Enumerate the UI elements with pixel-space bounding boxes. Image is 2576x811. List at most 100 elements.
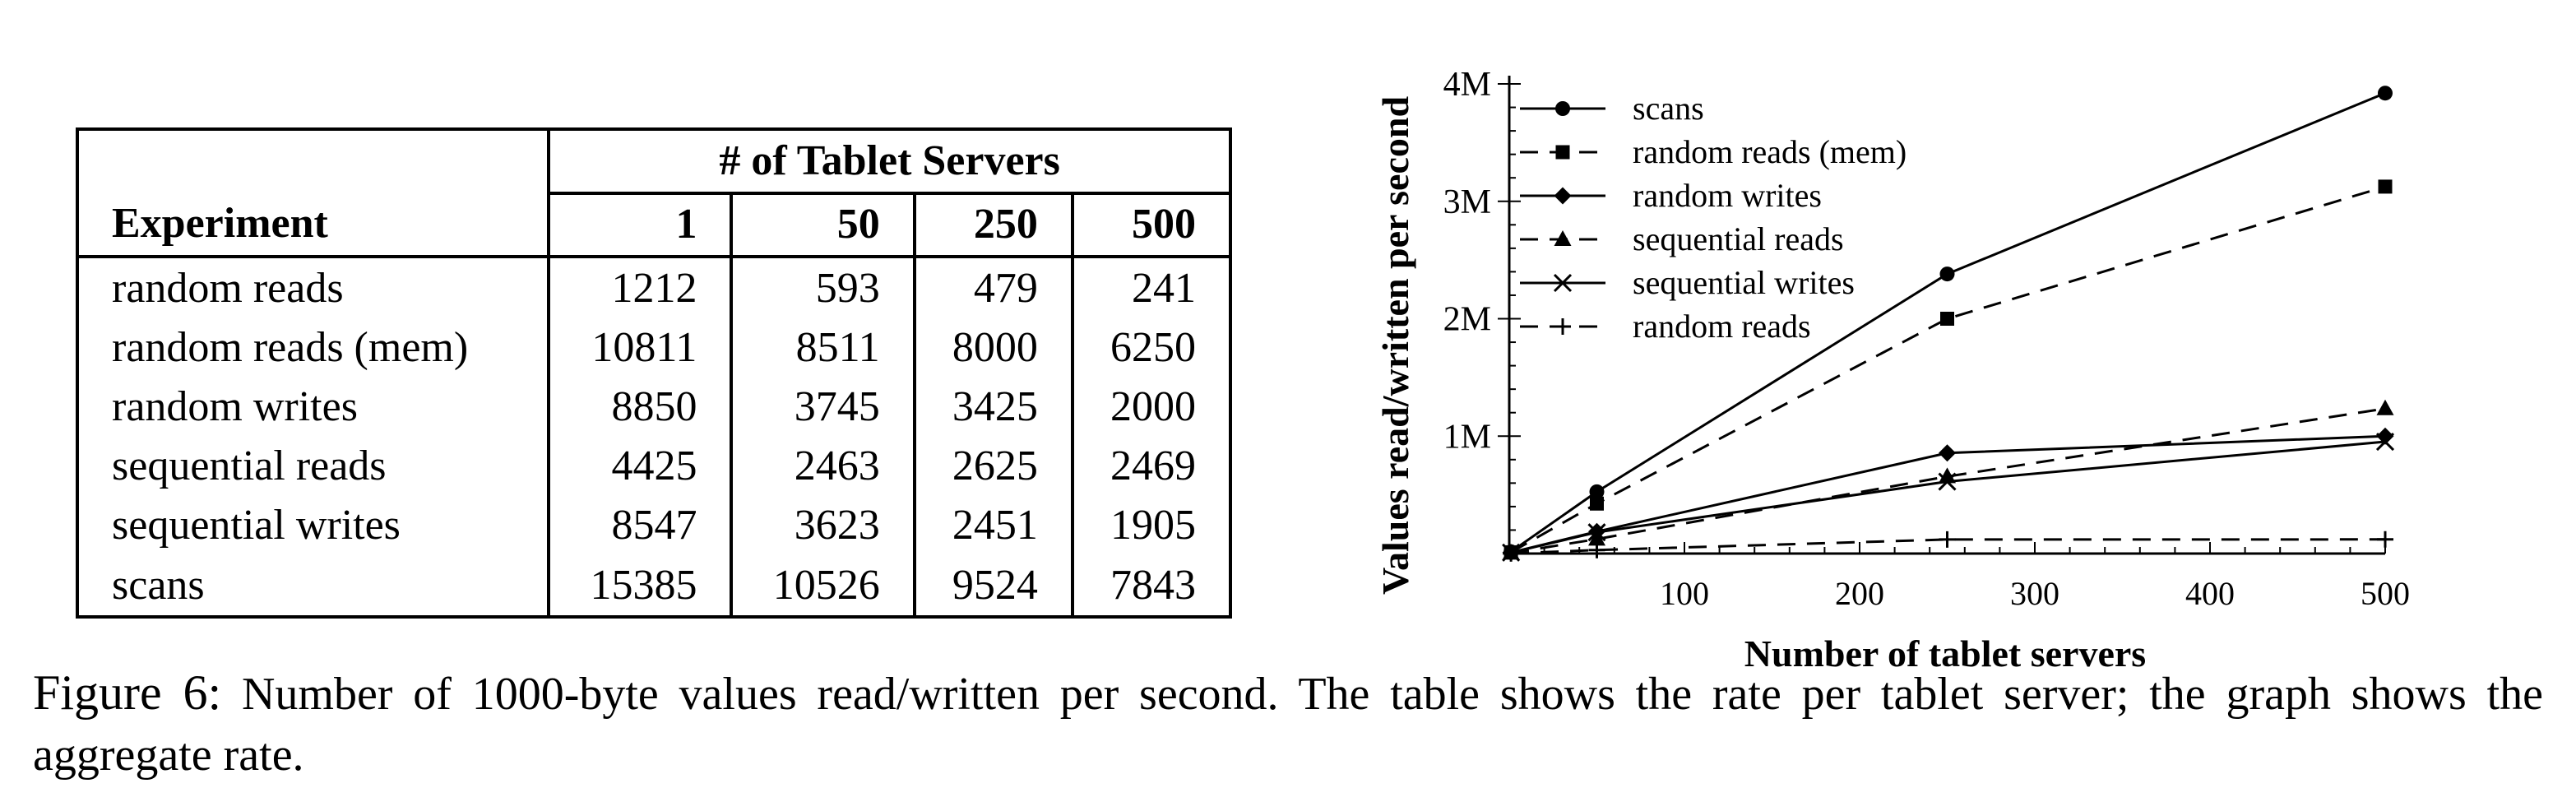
table-cell: 2625 (912, 437, 1073, 497)
data-point (1939, 531, 1956, 548)
data-point (1939, 266, 1955, 282)
table-row: sequential writes 8547 3623 2451 1905 (75, 496, 1233, 556)
data-point (2376, 399, 2394, 415)
data-point (2376, 427, 2394, 445)
row-name: sequential reads (75, 437, 549, 497)
series-line (1510, 185, 2386, 554)
table-cell: 2469 (1070, 437, 1233, 497)
legend-marker (1554, 187, 1572, 205)
table-cell: 10811 (547, 317, 732, 378)
row-name: scans (75, 555, 549, 619)
y-axis-title: Values read/written per second (1374, 96, 1416, 596)
table-cell: 8547 (547, 496, 732, 556)
data-point (2378, 179, 2393, 194)
series-line (1510, 440, 2386, 554)
column-header: 1 (547, 191, 732, 259)
header-empty-cell (75, 127, 549, 193)
data-point (2378, 86, 2393, 101)
legend-label: sequential reads (1633, 220, 1844, 257)
legend-label: random reads (1633, 308, 1811, 345)
data-point (1939, 467, 1956, 484)
legend-entry: sequential writes (1520, 264, 1855, 301)
table-row: random reads (mem) 10811 8511 8000 6250 (75, 317, 1233, 378)
legend-label: random writes (1633, 177, 1822, 214)
caption-text: Number of 1000-byte values read/written … (33, 669, 2544, 781)
table-header-row-2: Experiment 1 50 250 500 (75, 191, 1233, 259)
data-point (1939, 444, 1956, 462)
performance-table: # of Tablet Servers Experiment 1 50 250 … (75, 127, 1233, 619)
x-axis-title: Number of tablet servers (1744, 633, 2146, 674)
series-random-reads (1503, 531, 2393, 562)
y-tick-label: 4M (1443, 66, 1491, 104)
series-line (1511, 538, 2386, 555)
table-header-row-1: # of Tablet Servers (75, 127, 1232, 193)
row-name: random reads (mem) (75, 317, 549, 378)
table-cell: 15385 (547, 555, 732, 619)
table-cell: 8850 (547, 378, 732, 438)
table-cell: 6250 (1070, 317, 1233, 378)
data-point (1590, 496, 1604, 511)
legend-label: random reads (mem) (1633, 133, 1907, 170)
table-cell: 2463 (730, 437, 915, 497)
row-name: sequential writes (75, 496, 549, 556)
legend-marker (1555, 145, 1570, 160)
figure-label: Figure 6: (33, 665, 222, 720)
x-tick-label: 100 (1660, 575, 1709, 612)
legend-marker (1554, 230, 1572, 246)
table-cell: 8511 (730, 317, 915, 378)
data-point (1588, 541, 1605, 558)
y-tick-label: 1M (1443, 418, 1491, 456)
row-name: random writes (75, 378, 549, 438)
legend-entry: scans (1520, 90, 1704, 127)
table-cell: 2451 (912, 496, 1073, 556)
y-tick-label: 3M (1443, 183, 1491, 221)
table-cell: 2000 (1070, 378, 1233, 438)
chart-series-layer (1502, 86, 2395, 562)
figure-caption: Figure 6: Number of 1000-byte values rea… (33, 662, 2543, 786)
x-tick-label: 400 (2185, 575, 2235, 612)
column-header: 250 (912, 191, 1073, 259)
table-cell: 8000 (912, 317, 1073, 378)
data-point (1503, 545, 1520, 562)
table-cell: 3425 (912, 378, 1073, 438)
table-row: scans 15385 10526 9524 7843 (75, 555, 1233, 619)
table-cell: 479 (912, 255, 1073, 318)
column-header: 500 (1070, 191, 1233, 259)
table-cell: 1905 (1070, 496, 1233, 556)
legend-label: scans (1633, 90, 1704, 127)
data-point (1588, 530, 1605, 546)
table-cell: 3623 (730, 496, 915, 556)
data-point (2375, 432, 2395, 452)
table-cell: 10526 (730, 555, 915, 619)
table-cell: 1212 (547, 255, 732, 318)
table-row: sequential reads 4425 2463 2625 2469 (75, 437, 1233, 497)
legend-marker (1555, 101, 1570, 116)
table-cell: 7843 (1070, 555, 1233, 619)
data-point (1589, 484, 1605, 499)
row-name: random reads (75, 255, 549, 318)
table-row: random reads 1212 593 479 241 (75, 255, 1233, 318)
table-cell: 9524 (912, 555, 1073, 619)
legend-label: sequential writes (1633, 264, 1855, 301)
data-point (2377, 531, 2393, 548)
x-tick-label: 500 (2361, 575, 2410, 612)
group-header: # of Tablet Servers (547, 127, 1232, 193)
legend-entry: random reads (mem) (1520, 133, 1907, 170)
y-tick-label: 2M (1443, 301, 1491, 339)
table-cell: 593 (730, 255, 915, 318)
legend-marker (1554, 318, 1571, 335)
table-cell: 4425 (547, 437, 732, 497)
series-line (1510, 91, 2386, 554)
table-row: random writes 8850 3745 3425 2000 (75, 378, 1233, 438)
table-cell: 3745 (730, 378, 915, 438)
chart-legend: scans random reads (mem) random writes sequ… (1520, 90, 1907, 345)
legend-marker (1553, 273, 1573, 293)
legend-entry: random writes (1520, 177, 1822, 214)
series-line (1510, 407, 2386, 554)
legend-entry: random reads (1520, 308, 1811, 345)
x-tick-label: 200 (1835, 575, 1884, 612)
data-point (1940, 312, 1954, 326)
legend-entry: sequential reads (1520, 220, 1844, 257)
